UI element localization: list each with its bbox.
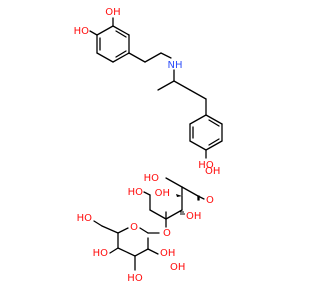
label-ch2oh-ho: HO [144,173,160,184]
label-c4-ho: HO [128,187,144,198]
label-c2-oh: OH [155,188,170,199]
label-ring-ho-left: HO [93,248,109,259]
label-carbonyl-o: O [206,195,214,206]
hash-c3 [180,211,185,215]
molecule-canvas: OH HO NH HO HO OH O OH OH HO O O HO HO H… [74,7,223,284]
catechol-ring [96,25,130,63]
gluconic-chain [143,177,205,228]
label-ring-ho-bottom: HO [127,273,143,284]
label-phenol-ho: HO [198,160,214,171]
label-ring-oh-lower: OH [170,262,185,273]
bond-hydroxymethyl [101,225,119,234]
wedge-c2 [176,194,182,197]
label-ring-o: O [130,222,138,233]
label-c3-oh: OH [186,211,201,222]
label-ether-o: O [163,228,171,239]
ethyl-amine-chain [128,52,172,63]
bond-catechol-oh2 [89,30,98,36]
butyl-chain [157,69,207,100]
label-acid-oh: OH [205,166,220,177]
label-catechol-ho: HO [74,26,90,37]
label-hydroxymethyl-ho: HO [77,213,93,224]
bond-ring-oh3 [147,248,159,255]
phenol-ring [189,98,223,151]
glucose-ring [117,227,160,257]
label-ring-oh-right: OH [160,248,175,259]
bond-ring-oh2 [109,247,119,254]
label-amine-nh: NH [168,60,183,71]
bond-hydroxymethyl-oh [93,220,103,227]
label-catechol-oh: OH [105,7,120,18]
structure-drawing: OH HO NH HO HO OH O OH OH HO O O HO HO H… [74,7,223,284]
